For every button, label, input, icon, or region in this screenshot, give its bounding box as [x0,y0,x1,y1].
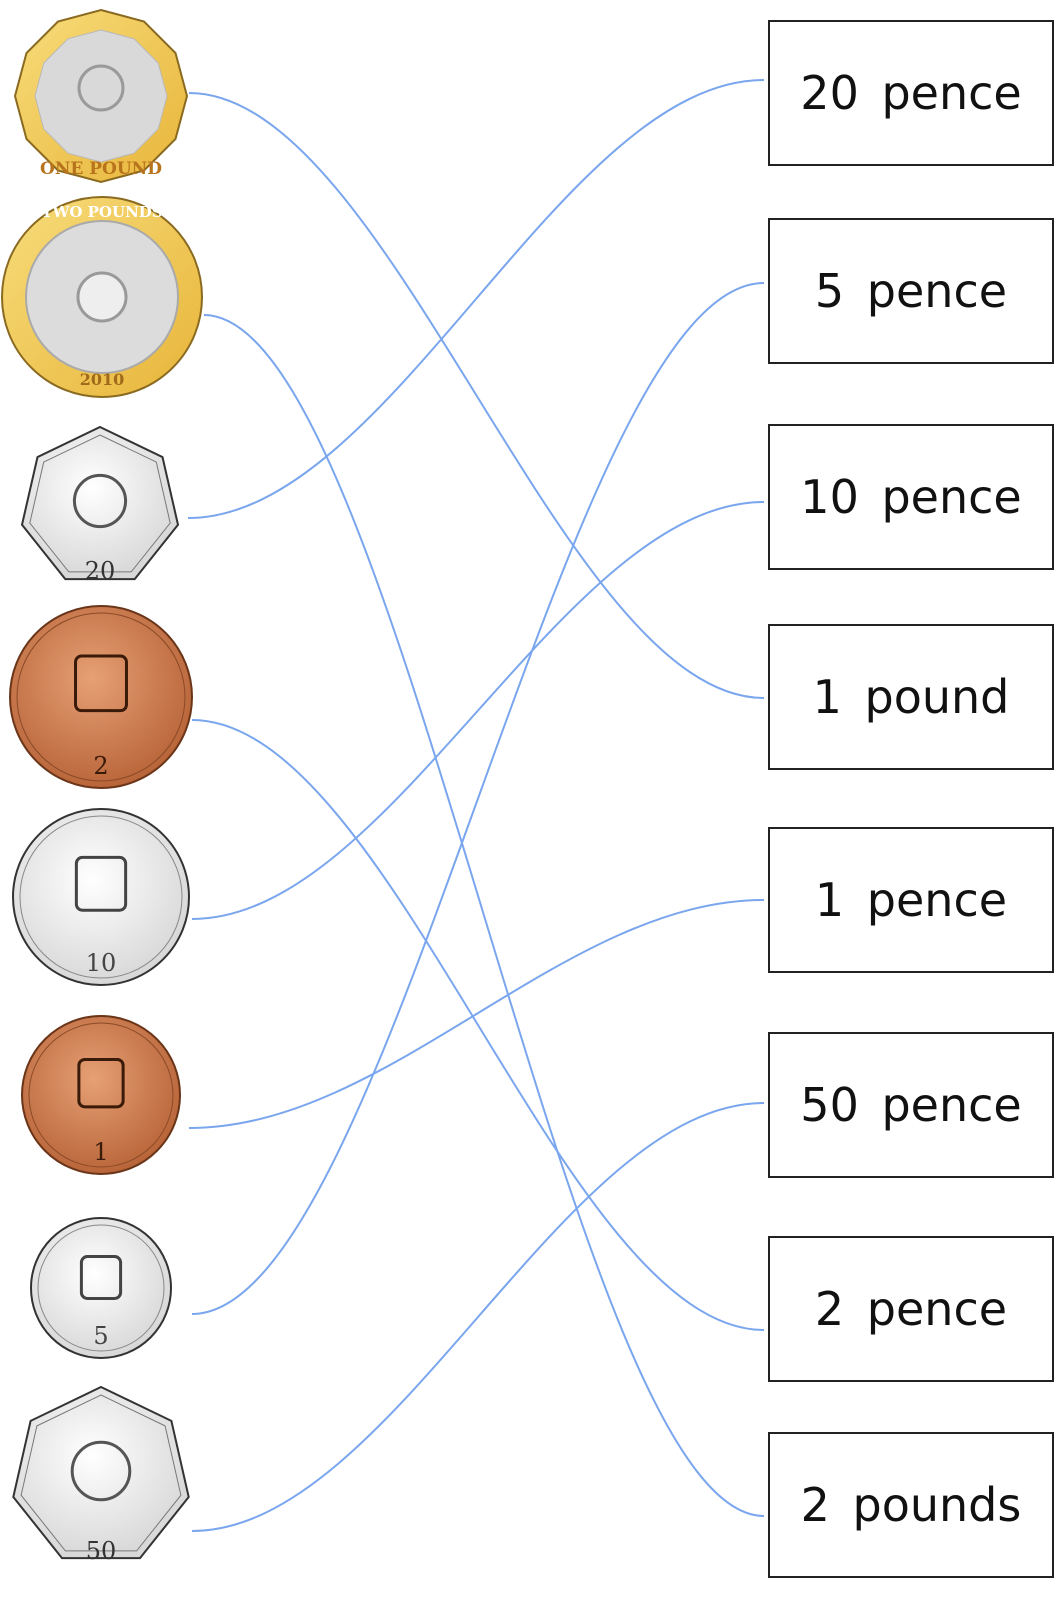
ten-pence-coin: 10 [13,809,189,985]
two-pence-coin: 2 [10,606,192,788]
match-line [189,93,764,698]
value-label-box[interactable]: 20 pence [768,20,1054,166]
value-label-text: 1 pence [815,873,1007,927]
coin-year: 2010 [80,370,125,389]
value-label-text: 2 pounds [801,1478,1022,1532]
value-label-box[interactable]: 50 pence [768,1032,1054,1178]
coin-numeral: 50 [86,1537,117,1565]
coin-numeral: 2 [93,752,108,780]
twenty-pence-coin: 20 [22,427,178,585]
value-label-text: 1 pound [813,670,1010,724]
value-label-text: 20 pence [800,66,1021,120]
fifty-pence-coin: 50 [13,1387,188,1565]
value-label-box[interactable]: 2 pounds [768,1432,1054,1578]
coin-text: TWO POUNDS [41,203,162,221]
value-label-box[interactable]: 1 pound [768,624,1054,770]
match-line [192,720,764,1330]
one-penny-coin: 1 [22,1016,180,1174]
value-label-text: 50 pence [800,1078,1021,1132]
match-line [188,80,764,518]
match-line [189,900,764,1128]
coin-numeral: 1 [93,1138,108,1166]
match-line [192,1103,764,1531]
coin-numeral: 10 [86,949,117,977]
value-label-box[interactable]: 2 pence [768,1236,1054,1382]
two-pounds-coin: TWO POUNDS 2010 [2,197,202,397]
match-line [192,283,764,1314]
value-label-box[interactable]: 10 pence [768,424,1054,570]
match-line [192,502,764,919]
five-pence-coin: 5 [31,1218,171,1358]
value-label-box[interactable]: 5 pence [768,218,1054,364]
coin-text: ONE POUND [40,159,162,179]
value-label-text: 5 pence [815,264,1007,318]
coin-numeral: 20 [85,557,116,585]
value-label-box[interactable]: 1 pence [768,827,1054,973]
match-line [204,315,764,1516]
value-label-text: 10 pence [800,470,1021,524]
one-pound-coin: ONE POUND [15,10,187,182]
value-label-text: 2 pence [815,1282,1007,1336]
coin-numeral: 5 [93,1322,108,1350]
